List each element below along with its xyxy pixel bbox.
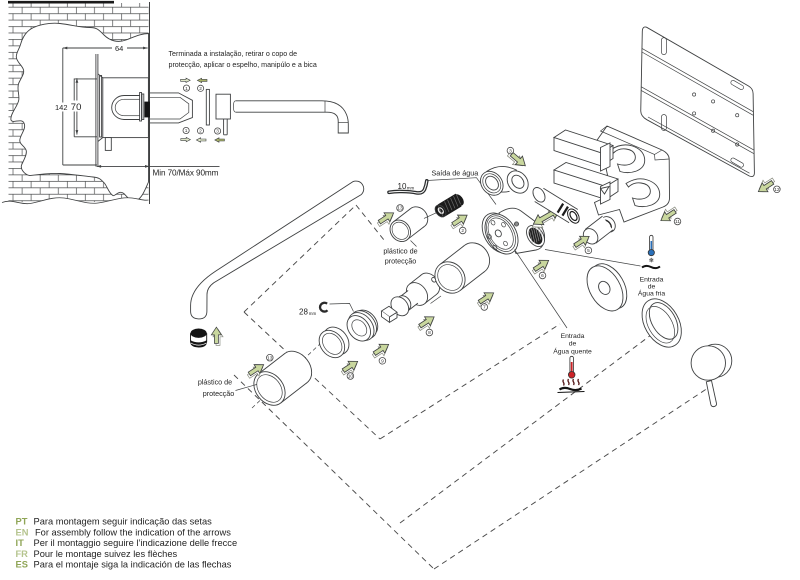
svg-text:de: de: [569, 341, 577, 348]
svg-text:2: 2: [199, 129, 202, 135]
svg-text:PT: PT: [16, 517, 28, 527]
svg-text:13: 13: [267, 355, 273, 361]
svg-text:10: 10: [348, 374, 354, 380]
svg-text:1: 1: [185, 86, 188, 92]
svg-text:plástico de: plástico de: [383, 246, 417, 255]
svg-text:EN: EN: [16, 527, 29, 537]
svg-text:11: 11: [675, 219, 680, 225]
svg-text:3: 3: [216, 129, 219, 135]
svg-text:28: 28: [299, 307, 308, 316]
svg-text:1: 1: [185, 128, 188, 134]
svg-text:protecção, aplicar o espelho,: protecção, aplicar o espelho, manipúlo e…: [169, 61, 317, 69]
svg-text:Saída de água: Saída de água: [432, 169, 479, 178]
svg-text:de: de: [648, 284, 656, 291]
svg-text:FR: FR: [16, 549, 29, 559]
svg-text:protecção: protecção: [203, 389, 235, 398]
svg-text:2: 2: [461, 228, 464, 234]
svg-text:Para montagem seguir indicação: Para montagem seguir indicação das setas: [34, 517, 213, 527]
svg-text:Entrada: Entrada: [640, 277, 664, 284]
svg-text:Água quente: Água quente: [553, 347, 592, 356]
svg-text:64: 64: [115, 44, 123, 53]
svg-text:7: 7: [483, 305, 486, 311]
svg-text:plástico de: plástico de: [198, 377, 232, 386]
svg-text:protecção: protecção: [385, 256, 417, 265]
svg-text:ES: ES: [16, 560, 28, 570]
svg-text:mm: mm: [309, 311, 317, 316]
svg-text:❄: ❄: [649, 257, 655, 265]
svg-text:13: 13: [397, 206, 403, 212]
svg-text:5: 5: [587, 248, 590, 254]
svg-text:mm: mm: [407, 186, 415, 191]
svg-text:3: 3: [509, 148, 512, 154]
svg-text:For assembly follow the indica: For assembly follow the indication of th…: [35, 527, 231, 537]
svg-text:Água fria: Água fria: [638, 289, 665, 298]
svg-text:10: 10: [398, 182, 407, 191]
svg-text:Para el montaje siga la indica: Para el montaje siga la indicación de la…: [34, 560, 232, 570]
svg-text:Terminada a instalação, retir: Terminada a instalação, retirar o copo d…: [169, 50, 298, 58]
svg-text:2: 2: [199, 86, 202, 92]
svg-text:70: 70: [71, 102, 82, 113]
svg-text:9: 9: [381, 359, 384, 365]
svg-text:6: 6: [541, 273, 544, 279]
svg-text:8: 8: [428, 330, 431, 336]
svg-text:12: 12: [774, 187, 780, 193]
svg-text:Per il montaggio seguire l’ind: Per il montaggio seguire l’indicazione d…: [34, 538, 238, 548]
svg-text:142: 142: [55, 103, 68, 112]
svg-text:IT: IT: [16, 538, 25, 548]
svg-text:Pour le montage suivez les flè: Pour le montage suivez les flèches: [34, 549, 178, 559]
svg-text:Min 70/Máx 90mm: Min 70/Máx 90mm: [153, 169, 219, 178]
svg-text:Entrada: Entrada: [561, 333, 585, 340]
